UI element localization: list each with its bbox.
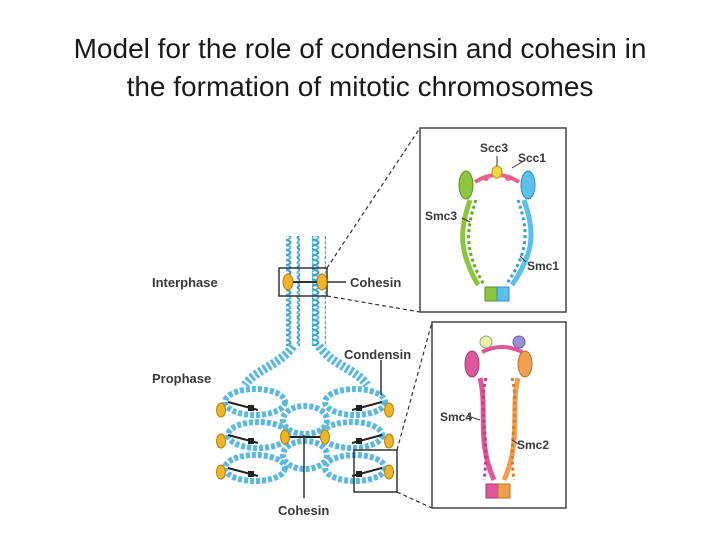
center-loop <box>280 438 330 472</box>
dna-strand-right-top <box>312 236 326 346</box>
cohesin-ring <box>384 464 394 480</box>
cohesin-ring <box>216 402 226 418</box>
cohesin-ring <box>280 429 290 445</box>
smc2-label: Smc2 <box>517 438 549 452</box>
cohesin-detail-panel <box>419 127 567 313</box>
title-line-1: Model for the role of condensin and cohe… <box>73 33 647 64</box>
dna-branch <box>315 343 371 388</box>
title-line-2: the formation of mitotic chromosomes <box>126 71 594 102</box>
cohesin-bottom-label: Cohesin <box>278 503 329 518</box>
smc3-atpase-head <box>484 286 498 302</box>
hinge-partner-purple <box>512 335 526 349</box>
smc3-coil <box>460 199 481 287</box>
smc2-atpase-head <box>497 483 511 499</box>
smc4-hinge-head <box>464 350 480 378</box>
smc1-coil <box>509 199 534 287</box>
interphase-label: Interphase <box>152 275 218 290</box>
smc3-hinge-head <box>458 170 474 200</box>
scc3-label: Scc3 <box>480 141 508 155</box>
smc1-hinge-head <box>520 170 536 200</box>
scc1-label: Scc1 <box>518 151 546 165</box>
condensin-detail-panel <box>431 321 567 509</box>
cohesin-ring <box>216 433 226 449</box>
cohesin-interphase-label: Cohesin <box>350 275 401 290</box>
condensin-box <box>353 449 398 493</box>
prophase-loops-left <box>222 386 291 484</box>
prophase-label: Prophase <box>152 371 211 386</box>
cohesin-ring <box>384 433 394 449</box>
smc4-atpase-head <box>485 483 499 499</box>
smc4-label: Smc4 <box>440 410 472 424</box>
smc3-label: Smc3 <box>425 209 457 223</box>
cohesin-ring <box>316 273 328 291</box>
smc2-hinge-head <box>517 350 533 378</box>
condensin-hinge-bridge <box>481 345 523 354</box>
cohesin-ring <box>282 273 294 291</box>
condensin-label: Condensin <box>344 347 411 362</box>
center-loop <box>280 403 330 437</box>
hinge-partner-light <box>479 335 493 349</box>
dna-branch <box>241 343 297 388</box>
cohesin-ring <box>320 429 330 445</box>
smc1-atpase-head <box>496 286 510 302</box>
smc1-label: Smc1 <box>527 259 559 273</box>
slide-title: Model for the role of condensin and cohe… <box>0 30 720 106</box>
cohesin-ring <box>384 402 394 418</box>
dna-strand-left-top <box>286 236 300 346</box>
chromosome-schematic <box>216 127 433 509</box>
cohesin-ring <box>216 464 226 480</box>
scc3-subunit <box>491 165 503 179</box>
